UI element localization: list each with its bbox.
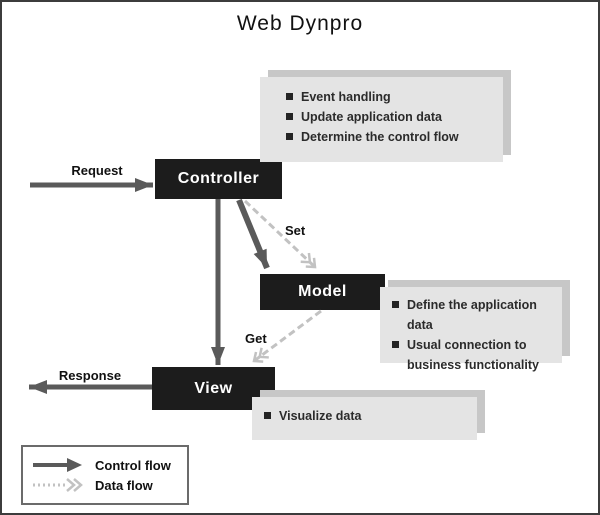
- data-flow-arrow-icon: [33, 478, 83, 492]
- view-node: View: [152, 367, 275, 410]
- data-flow-label: Data flow: [95, 477, 153, 493]
- card-front-layer: Define the application data Usual connec…: [380, 287, 562, 372]
- request-label: Request: [71, 163, 123, 178]
- list-item: Update application data: [286, 107, 495, 127]
- list-item: Usual connection to business functionali…: [392, 335, 556, 375]
- controller-to-model-control-arrow: [236, 198, 270, 270]
- get-label: Get: [245, 331, 267, 346]
- square-bullet-icon: [286, 113, 293, 120]
- diagram-title: Web Dynpro: [236, 12, 364, 35]
- square-bullet-icon: [286, 133, 293, 140]
- square-bullet-icon: [264, 412, 271, 419]
- legend-control-flow-row: Control flow: [31, 457, 187, 473]
- list-item: Define the application data: [392, 295, 556, 335]
- list-item-text: Usual connection to business functionali…: [407, 338, 539, 372]
- model-node-label: Model: [298, 283, 347, 300]
- control-flow-label: Control flow: [95, 457, 171, 473]
- list-item-text: Define the application data: [407, 298, 537, 332]
- card-front-layer: Visualize data: [252, 397, 477, 440]
- list-item-text: Visualize data: [279, 409, 362, 423]
- card-front-layer: Event handling Update application data D…: [260, 77, 503, 162]
- list-item-text: Event handling: [301, 90, 391, 104]
- list-item: Visualize data: [264, 406, 471, 426]
- view-annotation-card: Visualize data: [252, 390, 485, 440]
- model-node: Model: [260, 274, 385, 310]
- list-item: Determine the control flow: [286, 127, 495, 147]
- view-node-label: View: [194, 379, 233, 397]
- controller-node-label: Controller: [177, 170, 260, 187]
- model-annotation-card: Define the application data Usual connec…: [380, 280, 570, 372]
- response-label: Response: [58, 368, 122, 383]
- square-bullet-icon: [286, 93, 293, 100]
- controller-node: Controller: [155, 159, 282, 199]
- list-item-text: Determine the control flow: [301, 130, 459, 144]
- set-label: Set: [285, 223, 306, 238]
- square-bullet-icon: [392, 341, 399, 348]
- legend-box: Control flow Data flow: [21, 445, 189, 505]
- square-bullet-icon: [392, 301, 399, 308]
- control-flow-arrow-icon: [33, 458, 82, 472]
- list-item-text: Update application data: [301, 110, 442, 124]
- list-item: Event handling: [286, 87, 495, 107]
- legend-data-flow-row: Data flow: [31, 477, 187, 493]
- controller-annotation-card: Event handling Update application data D…: [260, 70, 511, 162]
